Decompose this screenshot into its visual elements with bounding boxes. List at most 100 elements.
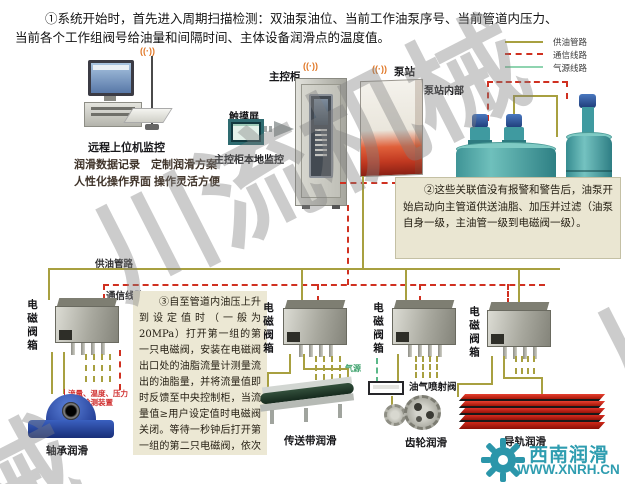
spare-outlet [323,356,325,380]
legend-comm-line [505,53,543,55]
supply-line-main-drop [362,176,364,270]
logo-site: WWW.XNRH.CN [517,462,620,477]
spare-outlet [331,356,333,380]
valve-box-4 [487,302,551,360]
touchscreen-label: 触摸屏 [229,112,259,123]
supply-line-to-grease [513,95,557,97]
air-supply-line [376,358,378,383]
supply-line-pump2-up [513,96,515,114]
legend-comm-label: 通信线路 [553,50,588,60]
main-cabinet-label: 主控柜 [269,71,301,83]
intro-line-2: 当前各个工作组阀号给油量和间隔时间、主体设备润滑点的温度值。 [15,30,391,45]
comm-drop-2 [317,284,319,302]
comm-drop-1 [103,284,105,300]
grease-pump-unit [576,94,600,138]
conveyor-feed [303,354,305,369]
rail-feed [457,383,493,385]
monitor [88,60,134,96]
rail-feed [503,377,543,379]
note-2: ②这些关联值没有报警和警告后，油泵开始启动向主管道供送油脂、加压并过滤（油泵自身… [395,177,621,259]
logo-gear-icon [481,438,525,482]
main-cabinet-image [295,78,347,209]
gear-large-icon [404,395,441,430]
valve-box-3 [392,300,456,358]
conveyor-image [258,376,358,430]
spare-outlet [101,354,103,382]
air-source-label: 气源 [345,364,361,373]
monitor-stand [104,96,116,101]
logo-name: 西南润滑 [529,445,610,466]
touchscreen-icon [228,119,264,145]
spare-outlet [315,356,317,380]
gear-small-icon [384,404,406,426]
spare-outlet [109,354,111,382]
gear-label: 齿轮润滑 [405,437,447,449]
valve-box-2 [283,300,347,358]
supply-line-grease-down [556,95,558,137]
spare-outlet [415,356,417,378]
bearing-image [28,392,114,442]
keyboard [123,108,173,123]
supply-drop-1 [48,268,50,300]
spare-outlet [422,356,424,378]
supply-drop-4 [518,268,520,304]
spare-outlet [521,356,523,374]
pump-station-label: 泵站 [394,66,415,78]
spare-outlet [533,356,535,374]
pump-station-image [360,78,423,178]
comm-line-pump-top [487,81,568,83]
remote-computer-label: 远程上位机监控 [88,142,165,154]
antenna-icon [151,56,153,126]
valve-box-label-3: 电磁阀箱 [372,302,384,356]
comm-drop-3 [419,284,421,302]
valve-box-label-1: 电磁阀箱 [26,299,38,353]
arrow-right-icon [264,121,294,137]
rail-feed [457,383,459,397]
wireless-waves-icon: ((·)) [140,46,155,56]
bearing-feed-2 [63,352,65,394]
antenna-base [145,124,159,130]
sensor-note-line2: 检测装置 [83,398,113,407]
comm-line-pump1-drop [487,81,489,121]
legend-air-label: 气源线路 [553,63,588,73]
spare-outlet [527,356,529,374]
supply-drop-3 [405,268,407,302]
wireless-waves-icon: ((·)) [303,61,318,71]
remote-computer-image: ((·)) [84,46,174,136]
bearing-feed-1 [51,352,53,394]
spare-outlet [429,356,431,378]
bearing-label: 轴承润滑 [46,445,88,457]
injector-feed [397,354,399,382]
rail-feed [491,356,493,384]
supply-pipe-label: 供油管路 [95,259,134,270]
intro-line-1: ①系统开始时，首先进入周期扫描检测：双油泵油位、当前工作油泵序号、当前管道内压力… [45,11,558,26]
supply-drop-2 [301,268,303,302]
spare-outlet [515,356,517,374]
comm-line-main-drop [347,205,349,285]
injector-valve-label: 油气喷射阀 [409,382,457,393]
conveyor-label: 传送带润滑 [284,435,337,447]
sensor-comm-line [119,350,121,390]
sensor-note-line1: 流量、温度、压力 [68,389,128,398]
wireless-waves-icon: ((·)) [372,64,387,74]
comm-line-grease-drop [566,81,568,99]
conveyor-feed [303,368,349,370]
valve-box-label-2: 电磁阀箱 [262,302,274,356]
valve-box-1 [55,298,119,356]
comm-pipe-label: 通信线路 [106,291,145,302]
conveyor-feed [289,354,291,373]
spare-outlet [339,356,341,380]
comm-drop-4 [507,284,509,304]
legend-supply-label: 供油管路 [553,37,588,47]
pump-interior-label: 泵站内部 [424,86,464,97]
remote-feature-1: 润滑数据记录 定制润滑方案 [74,159,217,171]
supply-line-main [48,268,560,270]
rail-feed [541,377,543,397]
remote-feature-2: 人性化操作界面 操作灵活方便 [74,176,221,188]
legend-air-line [505,66,543,68]
local-monitor-label: 主控柜本地监控 [214,155,284,166]
spare-outlet [436,356,438,378]
valve-box-label-4: 电磁阀箱 [468,306,480,360]
conveyor-feed [267,372,291,374]
